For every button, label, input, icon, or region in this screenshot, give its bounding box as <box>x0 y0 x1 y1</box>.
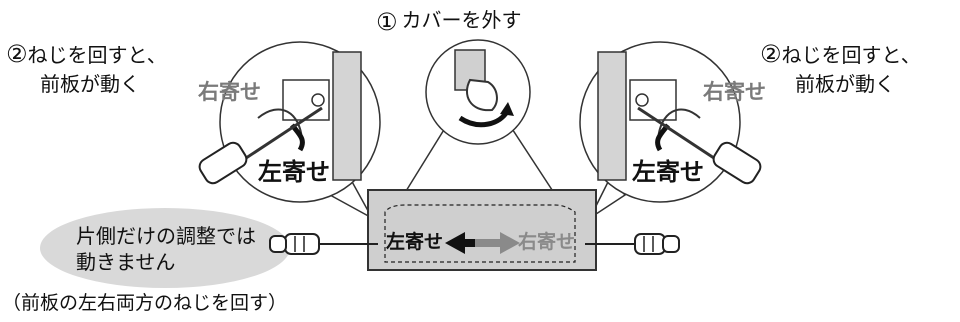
right-detail-right-shift: 右寄せ <box>703 80 766 104</box>
step2-left-line1: ねじを回すと、 <box>27 43 167 67</box>
left-detail-left-shift: 左寄せ <box>258 158 330 187</box>
footer-note: （前板の左右両方のねじを回す） <box>2 292 288 314</box>
note-line2: 動きません <box>76 250 176 274</box>
step2-right-line2: 前板が動く <box>795 72 895 96</box>
panel-dashed-outline <box>384 204 576 263</box>
step2-right-line1: ねじを回すと、 <box>781 43 921 67</box>
right-detail-left-shift: 左寄せ <box>632 158 704 187</box>
step2-right-number: ② <box>760 40 782 68</box>
step1-text: カバーを外す <box>401 8 522 32</box>
panel-left-shift: 左寄せ <box>386 231 444 253</box>
step2-left-line2: 前板が動く <box>40 72 140 96</box>
step1-number: ① <box>376 7 398 36</box>
step2-left-number: ② <box>6 40 28 68</box>
note-line1: 片側だけの調整では <box>76 224 256 248</box>
left-detail-magnifier <box>198 41 381 203</box>
step2-right-label: ②ねじを回すと、 <box>760 40 921 69</box>
left-arrow-icon <box>445 232 490 254</box>
right-screwdriver-icon <box>634 233 680 255</box>
step2-left-label: ②ねじを回すと、 <box>6 40 167 69</box>
right-arrow-icon <box>475 232 520 254</box>
center-detail-magnifier <box>425 39 531 145</box>
left-detail-right-shift: 右寄せ <box>198 80 261 104</box>
panel-right-shift: 右寄せ <box>518 231 576 253</box>
left-screwdriver-icon <box>269 233 320 255</box>
front-panel <box>367 189 597 271</box>
note-bubble-shape <box>40 208 290 288</box>
